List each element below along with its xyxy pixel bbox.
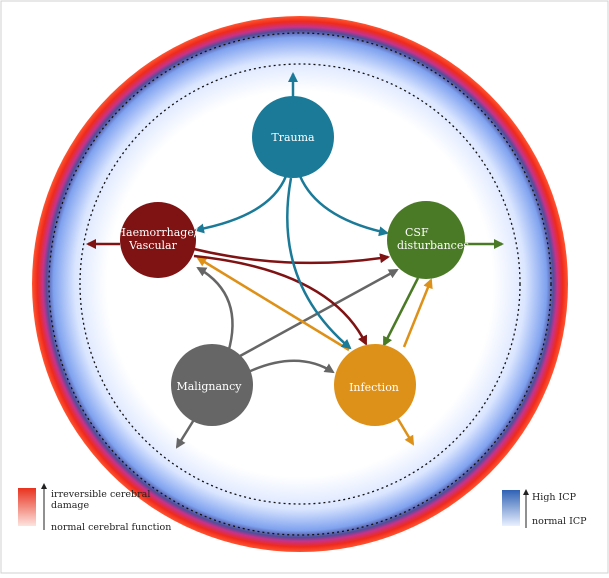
legend-left-arrow-head: [41, 483, 47, 489]
legend-red-gradient: [18, 488, 36, 526]
haemorrhage-label-line1: Haemorrhage/: [116, 226, 197, 239]
legend-right-bottom: normal ICP: [532, 516, 587, 527]
node-malignancy: Malignancy: [171, 344, 253, 426]
haemorrhage-circle: [120, 202, 196, 278]
csf-label-line2: disturbances: [397, 239, 469, 252]
arrow-infection-outward: [396, 418, 415, 446]
node-csf: CSF disturbances: [387, 201, 469, 279]
csf-label-line1: CSF: [405, 226, 429, 239]
arrow-trauma-to-csf: [298, 175, 389, 237]
node-haemorrhage: Haemorrhage/ Vascular: [116, 202, 198, 278]
outer-dotted-circle: [48, 32, 552, 536]
node-infection: Infection: [334, 344, 416, 426]
arrow-trauma-to-haemorrhage: [194, 175, 288, 234]
csf-circle: [387, 201, 465, 279]
node-trauma: Trauma: [252, 96, 334, 178]
infection-circle: [334, 344, 416, 426]
trauma-label: Trauma: [271, 131, 315, 144]
arrow-infection-to-csf: [402, 278, 433, 348]
legend-left-bottom: normal cerebral function: [51, 522, 171, 533]
legend-right-arrow-head: [523, 489, 529, 495]
inner-dotted-circle: [79, 63, 521, 505]
legend-left-top-line2: damage: [51, 500, 89, 511]
legend-icp: High ICP normal ICP: [502, 489, 587, 528]
malignancy-label: Malignancy: [176, 380, 242, 393]
legend-blue-gradient: [502, 490, 520, 526]
arrow-csf-to-infection: [382, 277, 420, 347]
malignancy-circle: [171, 344, 253, 426]
legend-right-top: High ICP: [532, 492, 577, 503]
arrow-trauma-to-infection: [286, 177, 352, 350]
arrow-haemorrhage-to-csf: [193, 247, 390, 265]
legend-cerebral-damage: irreversible cerebral damage normal cere…: [18, 483, 171, 533]
arrow-malignancy-to-infection: [241, 359, 335, 377]
arrow-haemorrhage-to-infection: [193, 254, 368, 346]
trauma-circle: [252, 96, 334, 178]
arrow-malignancy-to-haemorrhage: [196, 266, 234, 354]
arrow-infection-to-haemorrhage: [196, 256, 350, 352]
infection-label: Infection: [349, 381, 399, 394]
haemorrhage-label-line2: Vascular: [128, 239, 177, 252]
legend-left-top-line1: irreversible cerebral: [51, 489, 150, 500]
